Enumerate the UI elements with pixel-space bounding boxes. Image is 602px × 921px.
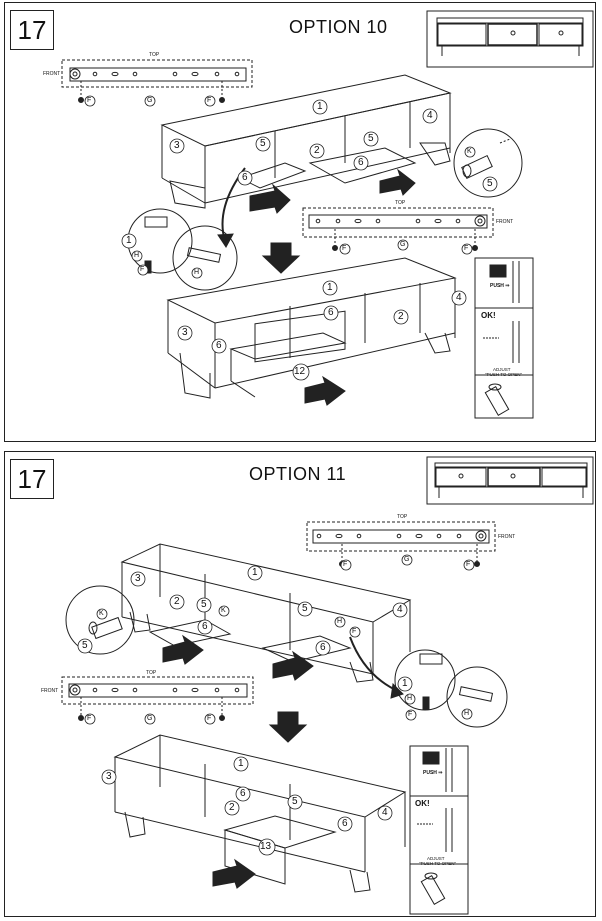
part-5-label: 5	[201, 599, 207, 610]
rail-diagram-left	[61, 676, 254, 721]
part-6-label: 6	[358, 157, 364, 168]
part-6-label: 6	[240, 788, 246, 799]
cabinet-upper	[160, 74, 452, 209]
rail2-front-label: FRONT	[496, 219, 514, 225]
part-k-label: K	[99, 610, 104, 617]
part-6-label: 6	[202, 621, 208, 632]
part-1-label: 1	[317, 101, 323, 112]
part-3-label: 3	[174, 140, 180, 151]
part-f-label: F	[140, 266, 145, 273]
part-f-label: F	[466, 561, 471, 568]
part-f-label: F	[207, 715, 212, 722]
part-6-label: 6	[242, 172, 248, 183]
adjust-label: ADJUST	[493, 367, 511, 372]
part-f-label: F	[464, 245, 469, 252]
assembly-diagram	[61, 456, 594, 915]
adjust-label: ADJUST	[427, 856, 445, 861]
part-callouts	[77, 554, 475, 856]
instruction-panel-option-11: 17 OPTION 11	[4, 451, 596, 917]
option-thumbnail	[426, 456, 594, 505]
part-g-label: G	[147, 97, 153, 104]
screw-detail-right	[453, 128, 523, 198]
part-f-label: F	[352, 628, 357, 635]
part-1-label: 1	[252, 567, 258, 578]
handle-detail-left	[127, 208, 238, 291]
option-thumbnail	[426, 10, 594, 68]
part-4-label: 4	[382, 807, 388, 818]
cabinet-upper	[120, 543, 412, 683]
part-h-label: H	[194, 269, 200, 276]
part-6-label: 6	[320, 642, 326, 653]
rail-diagram-right	[302, 207, 494, 251]
rail-front-label: FRONT	[43, 71, 61, 77]
part-g-label: G	[404, 556, 410, 563]
part-f-label: F	[87, 715, 92, 722]
option-title: OPTION 10	[289, 17, 388, 37]
part-f-label: F	[343, 561, 348, 568]
part-1-label: 1	[327, 282, 333, 293]
part-13-label: 13	[260, 841, 272, 852]
part-f-label: F	[342, 245, 347, 252]
part-2-label: 2	[229, 802, 235, 813]
handle-detail-right	[394, 649, 508, 728]
assembly-diagram	[61, 10, 594, 419]
part-callouts	[84, 95, 498, 381]
part-h-label: H	[134, 252, 140, 259]
part-5-label: 5	[302, 603, 308, 614]
part-g-label: G	[147, 715, 153, 722]
part-6-label: 6	[216, 340, 222, 351]
part-2-label: 2	[174, 596, 180, 607]
part-5-label: 5	[260, 138, 266, 149]
adjust-sub-label: "PUSH TO OPEN"	[419, 861, 457, 866]
instruction-panel-option-10: 17 OPTION 10	[4, 2, 596, 442]
part-2-label: 2	[314, 145, 320, 156]
part-1-label: 1	[402, 678, 408, 689]
part-5-label: 5	[368, 133, 374, 144]
part-f-label: F	[207, 97, 212, 104]
step-number: 17	[10, 459, 54, 499]
rail-diagram-left	[61, 59, 253, 103]
part-4-label: 4	[456, 292, 462, 303]
rail-top-label: TOP	[149, 52, 160, 58]
part-k-label: K	[221, 607, 226, 614]
ok-label: OK!	[481, 311, 496, 320]
part-h-label: H	[337, 618, 343, 625]
push-to-open-panel	[474, 257, 534, 419]
part-12-label: 12	[294, 366, 306, 377]
push-to-open-panel	[409, 745, 469, 915]
part-h-label: H	[407, 695, 413, 702]
ok-label: OK!	[415, 799, 430, 808]
part-6-label: 6	[328, 307, 334, 318]
part-5-label: 5	[82, 640, 88, 651]
rail2-front-label: FRONT	[41, 688, 59, 694]
part-4-label: 4	[427, 110, 433, 121]
push-label: PUSH ⇒	[490, 283, 510, 289]
part-h-label: H	[464, 710, 470, 717]
part-5-label: 5	[292, 796, 298, 807]
rail-front-label: FRONT	[498, 534, 516, 540]
part-g-label: G	[400, 241, 406, 248]
push-label: PUSH ⇒	[423, 770, 443, 776]
part-3-label: 3	[135, 573, 141, 584]
screw-detail-left	[65, 585, 135, 655]
rail-top-label: TOP	[397, 514, 408, 520]
adjust-sub-label: "PUSH TO OPEN"	[485, 372, 523, 377]
part-3-label: 3	[182, 327, 188, 338]
part-2-label: 2	[398, 311, 404, 322]
step-number: 17	[10, 10, 54, 50]
rail-diagram-right	[306, 521, 496, 567]
part-1-label: 1	[126, 235, 132, 246]
part-3-label: 3	[106, 771, 112, 782]
part-k-label: K	[467, 148, 472, 155]
part-4-label: 4	[397, 604, 403, 615]
part-f-label: F	[408, 711, 413, 718]
part-1-label: 1	[238, 758, 244, 769]
option-title: OPTION 11	[249, 464, 347, 484]
rail2-top-label: TOP	[146, 670, 157, 676]
part-f-label: F	[87, 97, 92, 104]
part-5-label: 5	[487, 178, 493, 189]
part-6-label: 6	[342, 818, 348, 829]
cabinet-lower	[166, 257, 457, 399]
rail2-top-label: TOP	[395, 200, 406, 206]
